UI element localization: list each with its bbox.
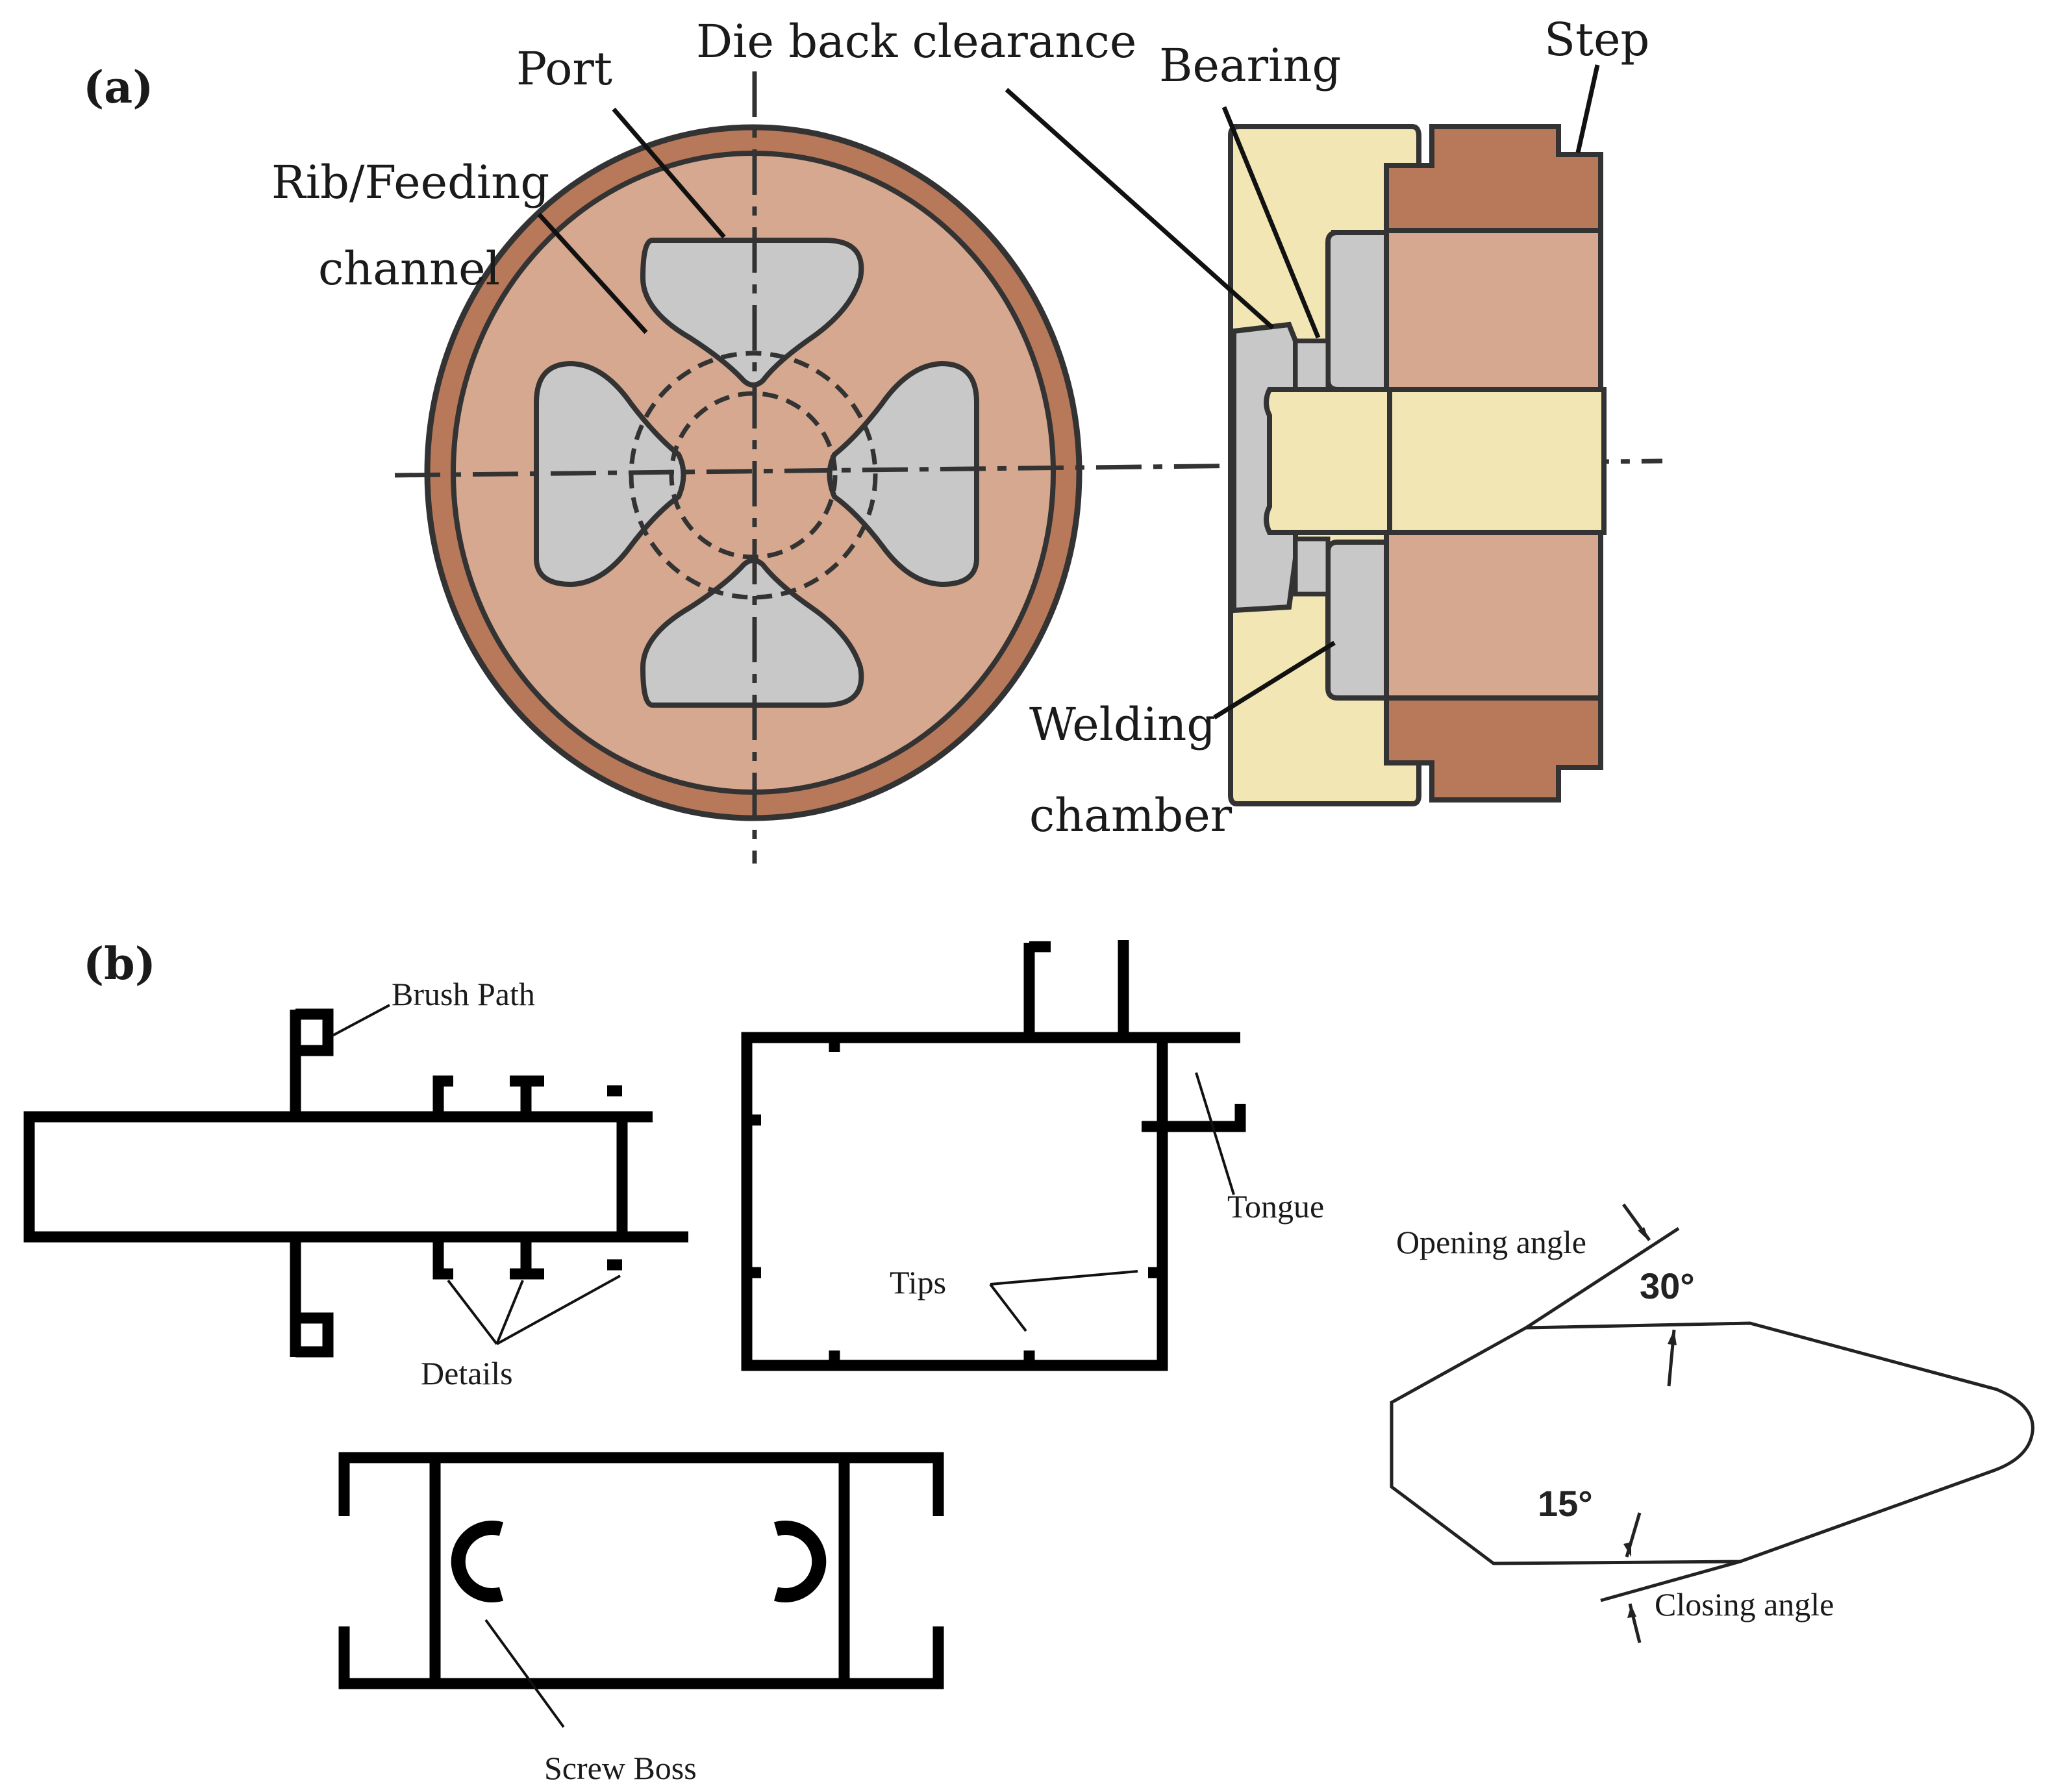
label-tongue: Tongue [1227, 1188, 1324, 1225]
leader-tips-1 [990, 1270, 1138, 1286]
bearing-land-bottom [1293, 536, 1331, 597]
panel-b-label: (b) [83, 938, 156, 990]
welding-chamber-outer-dashed [629, 351, 878, 600]
profile1-outline [23, 1111, 688, 1243]
closing-angle-line [1600, 1560, 1741, 1602]
profile-brush-path [23, 1008, 688, 1358]
leader-details-1 [447, 1279, 498, 1345]
profile-tongue [741, 940, 1246, 1371]
leader-details-3 [496, 1275, 621, 1345]
opening-angle-line [1525, 1226, 1680, 1330]
leader-details-2 [495, 1280, 524, 1345]
profile1-bottom-hook [295, 1312, 334, 1358]
label-closing-angle: Closing angle [1655, 1586, 1834, 1623]
profile3-bottom-flange [338, 1626, 944, 1689]
label-rib-line2: channel [318, 242, 500, 295]
arrowhead-close-1 [1623, 1542, 1631, 1557]
arrowhead-close-2 [1627, 1605, 1636, 1618]
profile2-leaders [989, 1072, 1235, 1332]
label-screw-boss: Screw Boss [544, 1750, 697, 1786]
panel-a-leaders [537, 64, 1600, 719]
detail-bottom-1 [432, 1237, 453, 1280]
welding-chamber-bottom [1325, 540, 1389, 701]
leader-tips-2 [989, 1283, 1027, 1332]
label-opening-angle: Opening angle [1396, 1224, 1586, 1260]
leader-die-back-clearance [1005, 88, 1275, 330]
port-right [827, 360, 979, 588]
leader-tongue [1195, 1072, 1235, 1195]
label-brush-path: Brush Path [392, 976, 535, 1012]
welding-chamber-top [1325, 230, 1389, 392]
panel-a-label: (a) [83, 62, 153, 114]
port-bottom [640, 558, 864, 708]
profile-screw-boss [338, 1452, 944, 1689]
label-bearing: Bearing [1159, 39, 1341, 92]
leader-port [612, 107, 726, 239]
profile1-leaders [332, 1004, 621, 1345]
screw-boss-right [773, 1521, 827, 1602]
arrowhead-open-2 [1668, 1330, 1677, 1345]
profile3-top-flange [338, 1452, 944, 1516]
die-bottom-rim [1384, 695, 1603, 803]
profile1-top-hook [295, 1008, 334, 1056]
leader-bearing [1221, 106, 1321, 339]
mandrel-tip [1264, 387, 1392, 535]
label-step: Step [1544, 13, 1649, 66]
label-details: Details [421, 1355, 513, 1391]
pocket-outline [1390, 1321, 2034, 1565]
leader-welding-chamber [1213, 641, 1336, 719]
die-body-top [1384, 228, 1603, 392]
angle-sketch [1390, 1203, 2034, 1643]
label-angle-30: 30° [1640, 1265, 1695, 1306]
label-welding-line2: chamber [1029, 789, 1232, 842]
panel-b: (b) Brush Path Details [23, 938, 2034, 1786]
panel-a: (a) [83, 13, 1663, 864]
leader-step [1575, 64, 1600, 153]
screw-boss-left [451, 1521, 504, 1602]
label-welding-line1: Welding [1029, 698, 1216, 751]
profile2-box [741, 1032, 1168, 1371]
port-top [640, 238, 864, 388]
detail-top-1 [432, 1075, 453, 1117]
leader-screw-boss [484, 1619, 565, 1728]
angle-arrowheads [1623, 1227, 1677, 1618]
mandrel-body [1228, 124, 1607, 806]
leader-brush-path [332, 1004, 390, 1037]
label-tips: Tips [890, 1264, 946, 1300]
label-port: Port [516, 42, 612, 95]
die-body-bottom [1384, 530, 1603, 701]
profile2-tongue-arm [1142, 1104, 1246, 1132]
bearing-land-top [1293, 338, 1331, 392]
arrowhead-open-1 [1638, 1227, 1649, 1241]
leader-rib [537, 212, 648, 334]
label-rib-line1: Rib/Feeding [271, 156, 549, 209]
label-angle-15: 15° [1538, 1483, 1593, 1524]
die-section-view [1228, 124, 1607, 806]
label-die-back-clearance: Die back clearance [696, 15, 1136, 68]
